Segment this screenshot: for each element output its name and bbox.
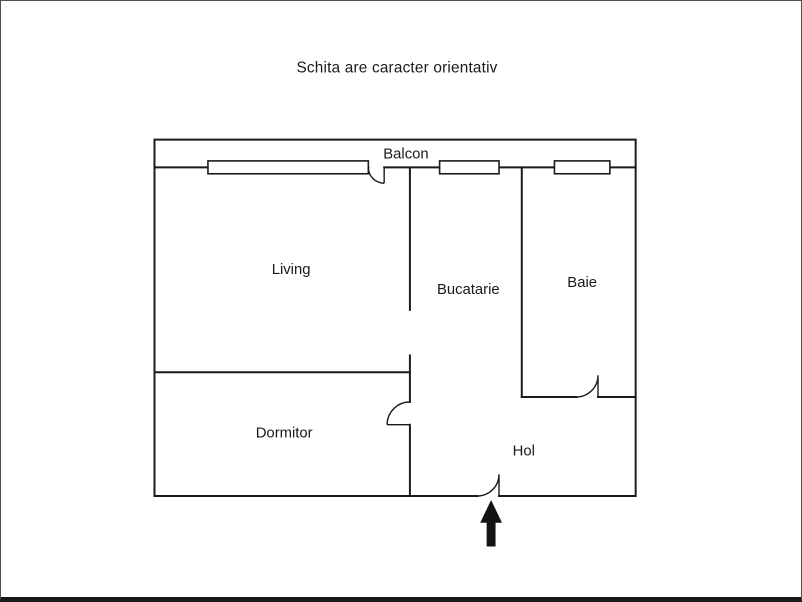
page-title: Schita are caracter orientativ [297, 59, 498, 76]
entrance-door-arc [477, 474, 500, 497]
bathroom-window [553, 160, 611, 175]
doors [367, 167, 599, 497]
room-label-dormitor: Dormitor [256, 426, 313, 442]
room-label-bucatarie: Bucatarie [437, 282, 500, 298]
room-label-balcon: Balcon [383, 146, 428, 162]
room-labels: Balcon Living Bucatarie Baie Dormitor Ho… [256, 146, 597, 459]
outer-wall [153, 138, 637, 498]
room-label-living: Living [272, 262, 311, 278]
walls [153, 138, 637, 498]
room-label-baie: Baie [567, 275, 597, 291]
entrance-arrow-icon [480, 499, 502, 547]
kitchen-window [438, 160, 500, 175]
bathroom-door-arc [576, 375, 599, 398]
living-window [207, 160, 370, 175]
bedroom-door-arc [386, 401, 410, 426]
room-label-hol: Hol [513, 443, 535, 459]
balcony-door-arc [367, 167, 385, 184]
